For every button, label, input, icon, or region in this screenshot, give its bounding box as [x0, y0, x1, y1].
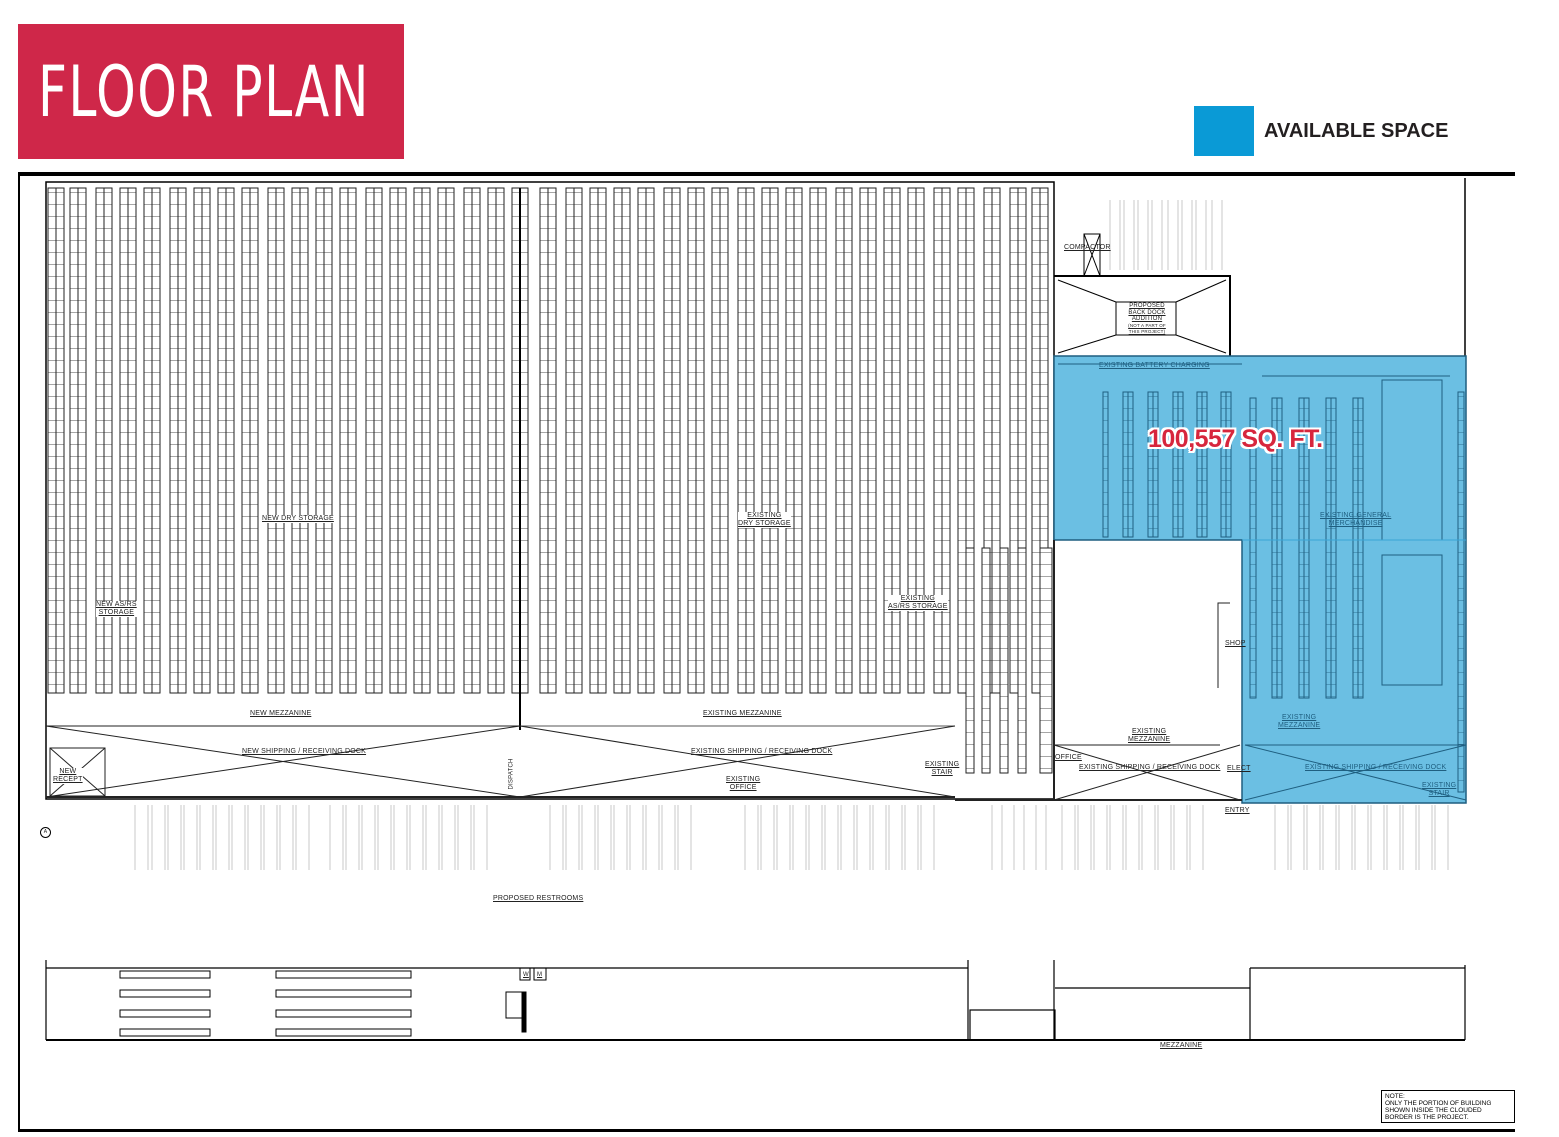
shipping-dock-left: [45, 725, 956, 798]
existing-shipping-dock-label: EXISTING SHIPPING / RECEIVING DOCK: [691, 748, 833, 755]
existing-asrs-storage-label: EXISTING AS/RS STORAGE: [888, 595, 948, 611]
available-space-area: [1053, 355, 1467, 804]
mezzanine-label: MEZZANINE: [1160, 1042, 1203, 1049]
page-title: FLOOR PLAN: [38, 50, 370, 133]
proposed-back-dock-label: PROPOSED BACK DOCK ADDITION (NOT A PART …: [1128, 303, 1166, 334]
available-area-label: 100,557 SQ. FT.: [1148, 425, 1323, 453]
project-note: NOTE: ONLY THE PORTION OF BUILDING SHOWN…: [1381, 1090, 1515, 1123]
floor-plan-title-banner: FLOOR PLAN: [18, 24, 404, 159]
office-label: OFFICE: [1055, 754, 1082, 761]
new-shipping-dock-label: NEW SHIPPING / RECEIVING DOCK: [242, 748, 367, 755]
note-heading: NOTE:: [1385, 1093, 1405, 1100]
existing-shipping-dock-middle-label: EXISTING SHIPPING / RECEIVING DOCK: [1079, 764, 1221, 771]
proposed-back-dock: [1054, 233, 1231, 356]
existing-general-merchandise-label: EXISTING GENERAL MERCHANDISE: [1320, 512, 1392, 527]
grid-marker-a: A: [40, 827, 51, 838]
new-recept-label: NEW RECEPT: [53, 768, 83, 784]
existing-battery-charging-label: EXISTING BATTERY CHARGING: [1099, 362, 1210, 369]
new-mezzanine-label: NEW MEZZANINE: [250, 710, 312, 717]
proposed-restrooms-label: PROPOSED RESTROOMS: [493, 895, 584, 902]
existing-mezzanine-label: EXISTING MEZZANINE: [703, 710, 782, 717]
restroom-m-label: M: [537, 972, 543, 978]
legend-label: AVAILABLE SPACE: [1264, 119, 1449, 142]
existing-stair-right-label: EXISTING STAIR: [1422, 782, 1457, 797]
shop-label: SHOP: [1225, 640, 1246, 647]
lower-mezzanine-plan: [45, 960, 1466, 1041]
floor-plan-frame: [18, 172, 1515, 1132]
note-body: ONLY THE PORTION OF BUILDING SHOWN INSID…: [1385, 1100, 1492, 1121]
existing-mezzanine-right-label: EXISTING MEZZANINE: [1278, 714, 1321, 729]
existing-shipping-dock-right-label: EXISTING SHIPPING / RECEIVING DOCK: [1305, 764, 1447, 771]
existing-mezzanine-middle-label: EXISTING MEZZANINE: [1128, 728, 1171, 743]
new-dry-storage-label: NEW DRY STORAGE: [262, 515, 334, 523]
elect-label: ELECT: [1227, 765, 1251, 772]
compactor-label: COMPACTOR: [1064, 244, 1111, 251]
legend: AVAILABLE SPACE: [1194, 106, 1448, 156]
restroom-w-label: W: [523, 972, 529, 978]
existing-office-label: EXISTING OFFICE: [726, 776, 761, 791]
existing-dry-storage-label: EXISTING DRY STORAGE: [738, 512, 791, 528]
new-asrs-storage-label: NEW AS/RS STORAGE: [96, 601, 137, 617]
truck-docks: [134, 200, 1449, 870]
existing-stair-label: EXISTING STAIR: [925, 761, 960, 776]
storage-racks: [47, 187, 1049, 730]
entry-label: ENTRY: [1225, 807, 1250, 814]
dispatch-label: DISPATCH: [508, 758, 515, 790]
available-space-swatch: [1194, 106, 1254, 156]
